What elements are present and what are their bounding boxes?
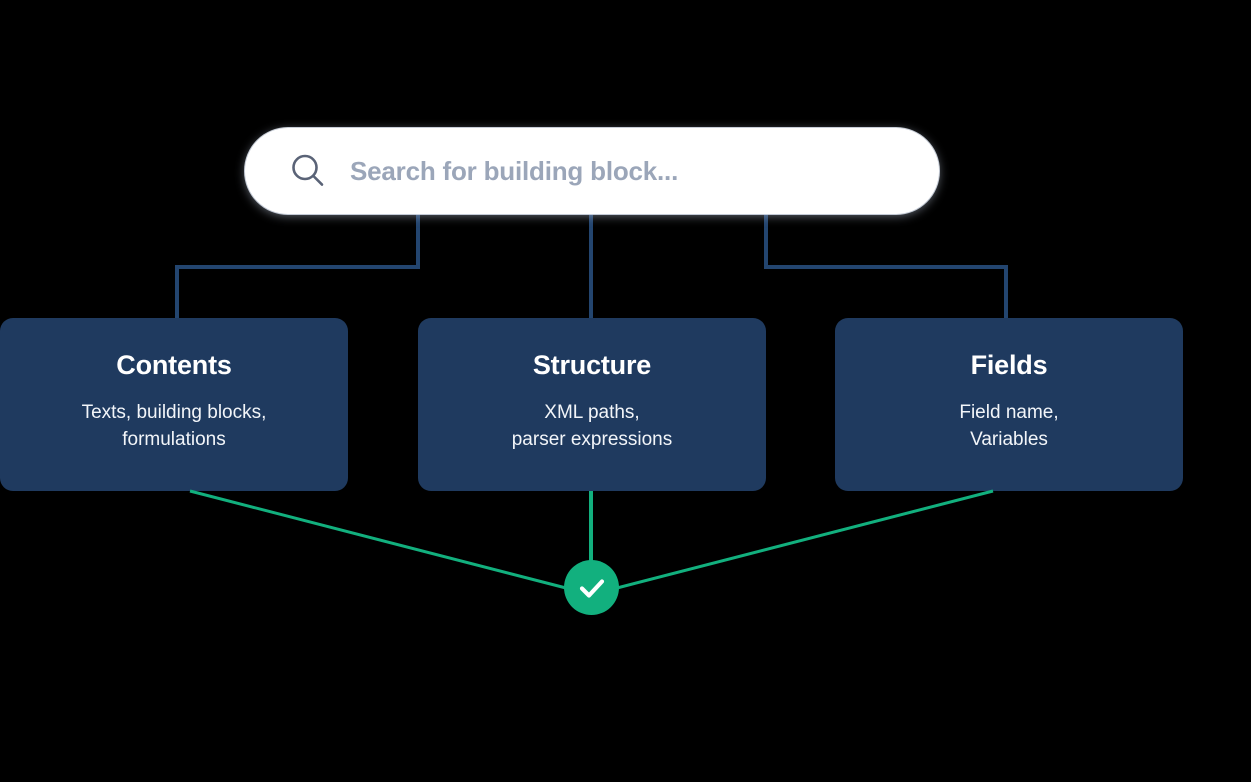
category-title: Structure <box>532 350 652 380</box>
category-card-fields[interactable]: Fields Field name, Variables <box>835 318 1183 491</box>
search-input[interactable]: Search for building block... <box>245 128 939 214</box>
connector-search-to-contents <box>175 213 420 320</box>
category-subtitle: Field name, Variables <box>959 402 1059 451</box>
search-placeholder-text: Search for building block... <box>350 156 679 186</box>
category-subtitle: Texts, building blocks, formulations <box>81 402 267 451</box>
category-subtitle: XML paths, parser expressions <box>511 402 673 451</box>
search-icon <box>292 154 324 186</box>
check-icon <box>579 578 604 598</box>
result-check-badge[interactable] <box>564 560 619 615</box>
connector-search-to-fields <box>764 213 1008 320</box>
category-title: Fields <box>970 350 1048 380</box>
connector-fields-to-result <box>616 489 994 590</box>
category-card-structure[interactable]: Structure XML paths, parser expressions <box>418 318 766 491</box>
connector-contents-to-result <box>189 489 567 590</box>
category-card-contents[interactable]: Contents Texts, building blocks, formula… <box>0 318 348 491</box>
category-title: Contents <box>116 350 232 380</box>
